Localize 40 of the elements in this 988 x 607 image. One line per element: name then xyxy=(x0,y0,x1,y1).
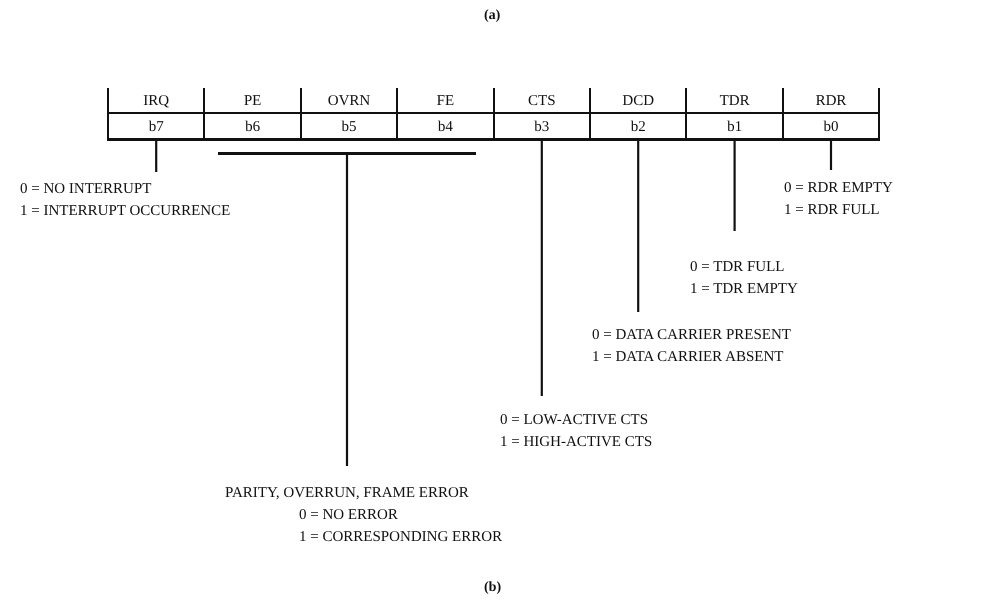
bit-description: 0 = NO INTERRUPT xyxy=(20,180,152,199)
register-cell xyxy=(107,88,206,141)
bit-number: b7 xyxy=(109,112,204,140)
field-name: FE xyxy=(436,92,456,111)
bit-number: b2 xyxy=(591,112,686,140)
bit-number: b6 xyxy=(205,112,300,140)
field-name: RDR xyxy=(814,92,848,111)
bit-description: 1 = DATA CARRIER ABSENT xyxy=(592,348,784,367)
bit-description: 1 = HIGH-ACTIVE CTS xyxy=(500,433,654,452)
figure-label: (a) xyxy=(484,8,500,24)
bit-number: b5 xyxy=(302,112,396,140)
field-name: DCD xyxy=(621,92,656,111)
leader-line xyxy=(637,141,640,312)
bit-description: 1 = CORRESPONDING ERROR xyxy=(298,528,504,547)
bit-description: 0 = TDR FULL xyxy=(690,258,786,277)
leader-line xyxy=(155,141,158,172)
field-name: OVRN xyxy=(326,92,372,111)
bit-description: 0 = NO ERROR xyxy=(298,506,399,525)
field-name: PE xyxy=(242,92,262,111)
bit-description: 0 = RDR EMPTY xyxy=(784,179,894,198)
bracket-bar xyxy=(218,152,476,155)
leader-line xyxy=(734,141,736,231)
bit-description: 1 = INTERRUPT OCCURRENCE xyxy=(20,202,232,221)
field-name: CTS xyxy=(527,92,557,111)
leader-line xyxy=(830,141,832,170)
register-cell xyxy=(782,88,880,141)
bit-description: 0 = LOW-ACTIVE CTS xyxy=(500,411,650,430)
bit-description: 0 = DATA CARRIER PRESENT xyxy=(592,326,792,345)
leader-line xyxy=(346,155,348,466)
bit-number: b3 xyxy=(494,112,589,140)
bit-description: 1 = RDR FULL xyxy=(784,201,881,220)
bit-description: 1 = TDR EMPTY xyxy=(690,280,799,299)
leader-line xyxy=(540,141,543,396)
figure-label: (b) xyxy=(484,580,502,596)
field-name: IRQ xyxy=(142,92,170,111)
bit-number: b0 xyxy=(784,112,878,140)
bit-number: b1 xyxy=(687,112,782,140)
bit-number: b4 xyxy=(398,112,493,140)
description-heading: PARITY, OVERRUN, FRAME ERROR xyxy=(225,484,470,503)
field-name: TDR xyxy=(718,92,751,111)
